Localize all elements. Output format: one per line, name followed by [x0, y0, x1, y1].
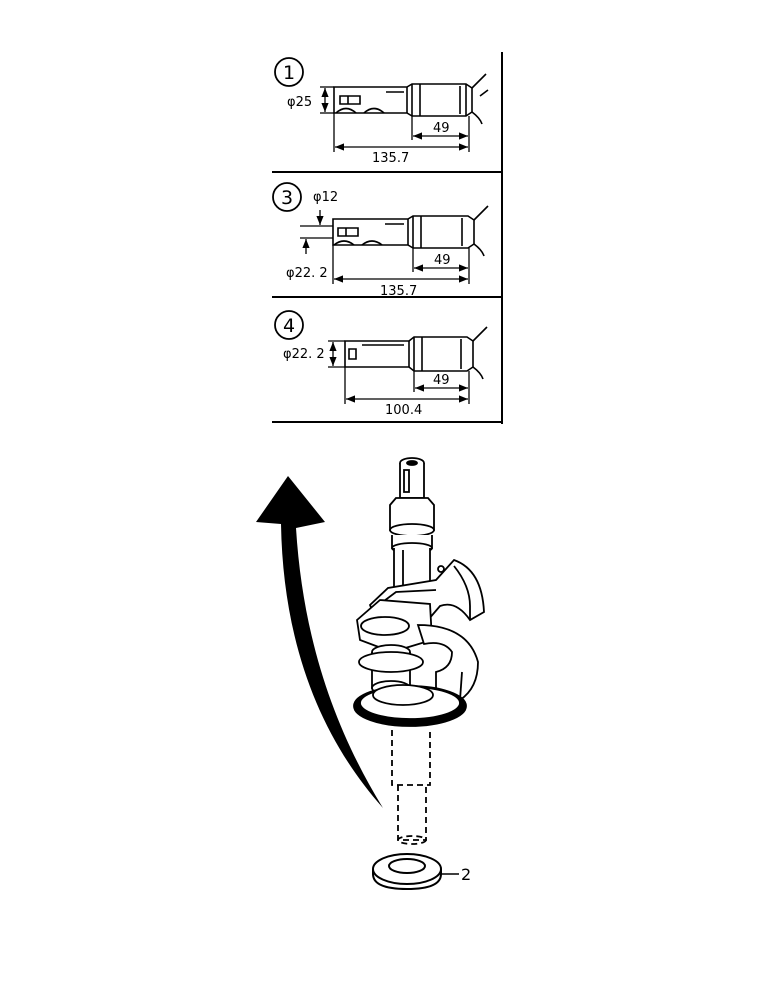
crankshaft-illustration — [353, 457, 485, 845]
panel-number-circle — [274, 310, 304, 340]
panel-number: 4 — [283, 315, 295, 337]
shaft-end-drawing — [332, 205, 489, 257]
length-label: 49 — [434, 253, 451, 268]
total-length-label: 135.7 — [372, 151, 409, 166]
diameter-label: φ22. 2 — [283, 347, 325, 362]
total-length-label: 135.7 — [380, 284, 417, 299]
dimension-lines — [300, 210, 470, 284]
panel-number-circle — [274, 57, 304, 87]
panel-number: 1 — [283, 62, 295, 84]
panel-number: 3 — [281, 187, 293, 209]
dimension-lines — [328, 340, 470, 404]
callout-label: 2 — [461, 865, 471, 884]
length-label: 49 — [433, 121, 450, 136]
diameter-label: φ25 — [287, 95, 312, 110]
detail-panel-1: 1 φ25 49 — [274, 57, 489, 166]
detail-frame — [272, 52, 503, 424]
diameter-label: φ22. 2 — [286, 266, 328, 281]
length-label: 49 — [433, 373, 450, 388]
washer-part — [372, 853, 442, 891]
install-direction-arrow — [256, 476, 383, 808]
total-length-label: 100.4 — [385, 403, 422, 418]
panel-number-circle — [272, 182, 302, 212]
dimension-lines — [320, 86, 470, 152]
detail-panel-3: 3 φ12 φ22. 2 — [272, 182, 489, 299]
detail-panel-4: 4 φ22. 2 49 100.4 — [274, 310, 488, 418]
small-diameter-label: φ12 — [313, 190, 338, 205]
shaft-end-drawing — [344, 326, 488, 380]
shaft-end-drawing — [333, 73, 489, 125]
